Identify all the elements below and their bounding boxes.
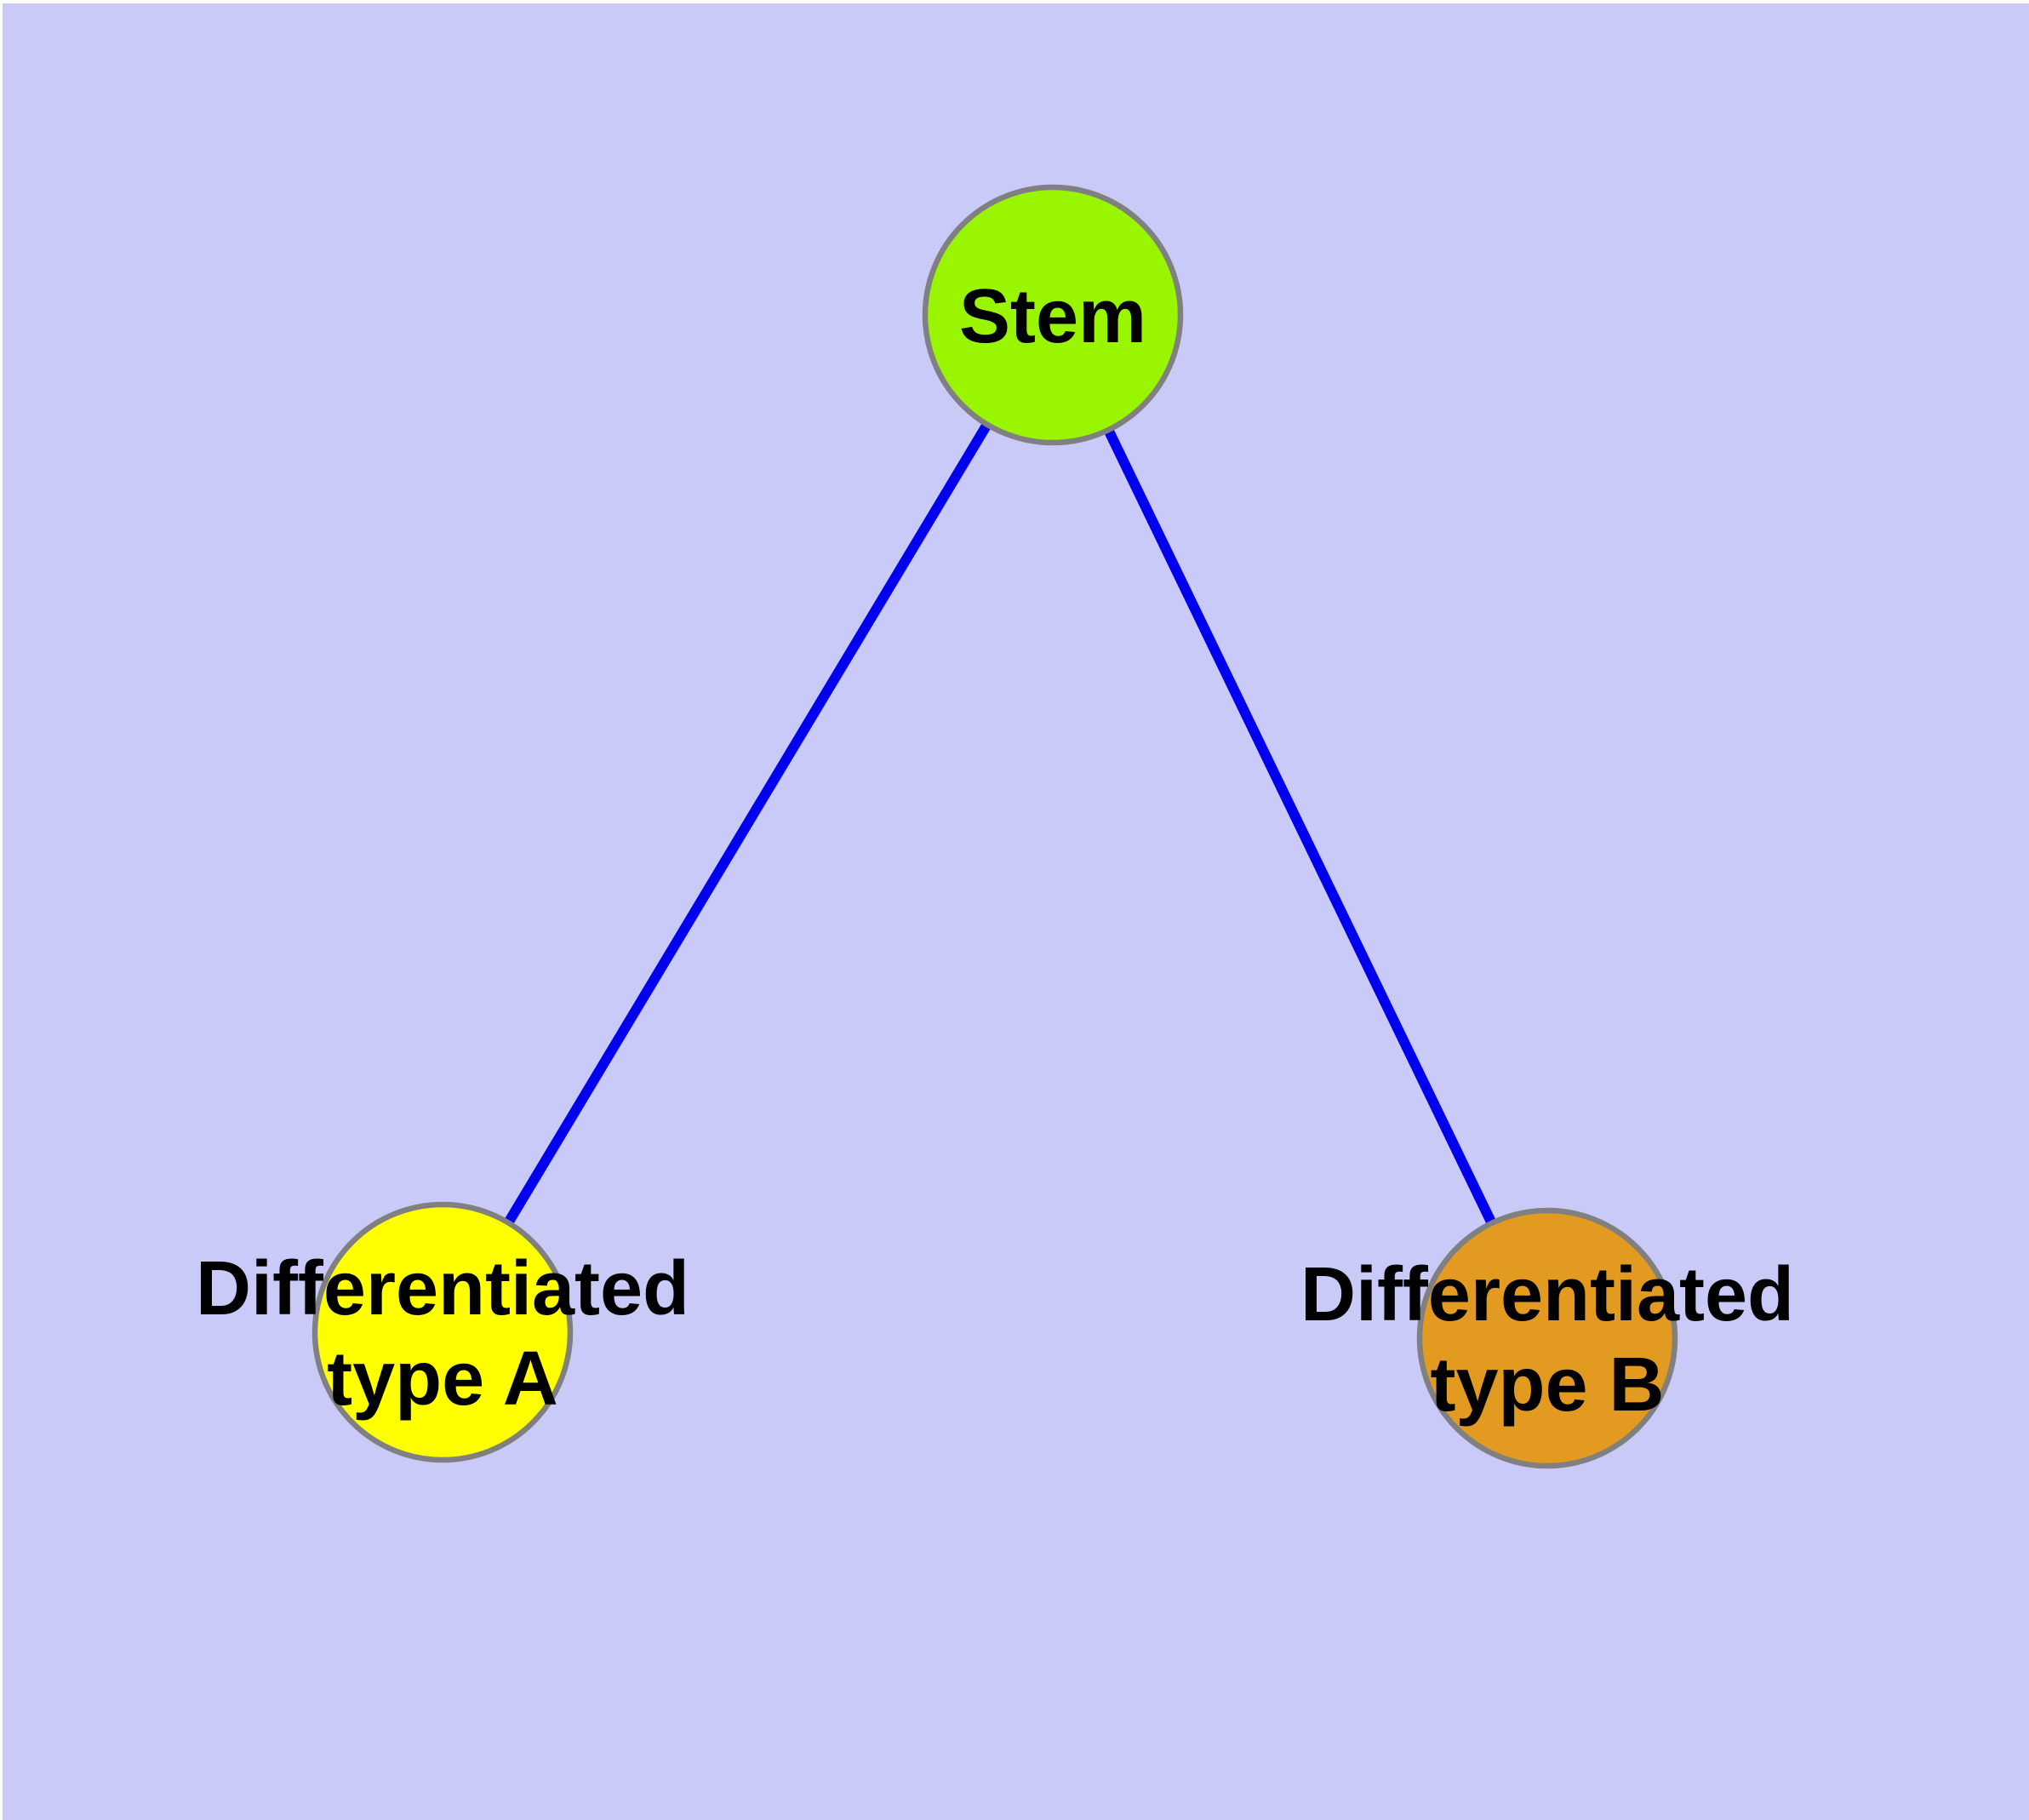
node-stem-label: Stem — [959, 274, 1146, 359]
node-type-b-label-line2: type B — [1430, 1342, 1664, 1428]
edge-stem-to-type-a — [437, 312, 1058, 1336]
node-differentiated-type-b — [1416, 1207, 1678, 1469]
edge-stem-to-type-b — [1048, 312, 1552, 1341]
node-differentiated-type-a — [311, 1201, 574, 1463]
node-type-a-label-line1: Differentiated — [196, 1246, 689, 1331]
node-type-b-label-line1: Differentiated — [1300, 1252, 1794, 1337]
node-stem — [922, 184, 1184, 446]
node-type-a-label-line2: type A — [327, 1336, 558, 1422]
